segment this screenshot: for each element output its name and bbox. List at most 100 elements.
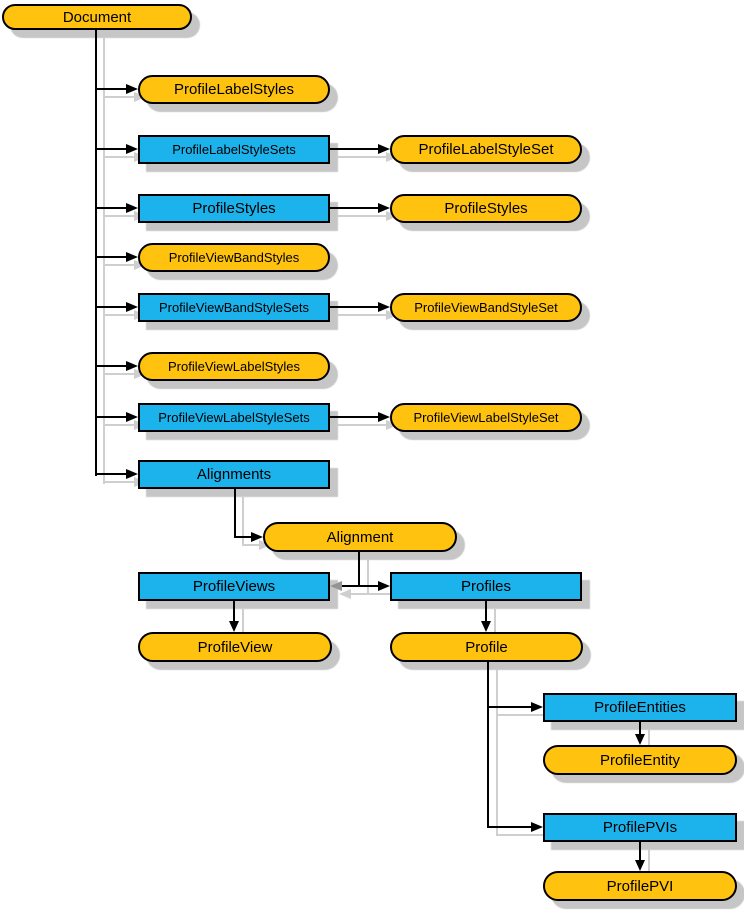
node-label: ProfileViews [192,578,276,595]
connector-line [103,38,105,484]
connector-line [487,706,532,708]
node-profileLabelStyleSet[interactable]: ProfileLabelStyleSet [390,135,582,164]
connector-line [648,730,650,745]
node-profileLabelStyleSets[interactable]: ProfileLabelStyleSets [138,135,330,164]
node-label: ProfileViewLabelStyleSets [158,410,310,425]
arrowhead-icon [481,621,491,632]
connector-line [330,207,378,209]
arrowhead-icon [531,702,543,712]
connector-line [103,373,146,375]
connector-line [103,314,146,316]
connector-line [338,156,398,158]
connector-line [639,842,641,861]
node-profile[interactable]: Profile [390,632,583,662]
connector-line [103,481,146,483]
connector-line [330,148,378,150]
node-label: ProfileStyles [192,200,276,217]
connector-line [96,148,127,150]
node-profiles[interactable]: Profiles [390,572,582,601]
connector-line [639,722,641,735]
connector-line [103,215,146,217]
connector-line [96,256,127,258]
node-label: Profile [465,638,508,656]
node-profileView[interactable]: ProfileView [138,632,332,662]
node-profileViewBandStyleSet[interactable]: ProfileViewBandStyleSet [390,293,582,322]
connector-line [242,609,244,632]
connector-line [242,544,260,546]
connector-line [95,30,97,476]
arrowhead-icon [330,581,342,591]
arrowhead-icon [531,822,543,832]
arrowhead-icon [126,302,138,312]
arrowhead-icon [339,589,351,599]
node-profileViewLabelStyleSets[interactable]: ProfileViewLabelStyleSets [138,403,330,432]
connector-line [496,670,498,836]
connector-line [496,834,551,836]
node-label: Profiles [460,578,512,595]
node-profileViewLabelStyles[interactable]: ProfileViewLabelStyles [138,352,330,381]
node-profileViews[interactable]: ProfileViews [138,572,330,601]
connector-line [103,156,146,158]
arrowhead-icon [229,621,239,632]
arrowhead-icon [378,302,390,312]
node-label: ProfileEntity [599,751,681,769]
arrowhead-icon [126,84,138,94]
node-label: ProfileStyles [444,200,528,217]
node-profileStylesObject[interactable]: ProfileStyles [390,194,582,223]
connector-line [338,314,398,316]
node-label: ProfileViewBandStyleSet [414,300,558,315]
arrowhead-icon [126,203,138,213]
node-profileEntities[interactable]: ProfileEntities [543,693,737,722]
node-alignments[interactable]: Alignments [138,460,330,489]
arrowhead-icon [126,469,138,479]
node-profilePVIs[interactable]: ProfilePVIs [543,813,737,842]
node-profileStylesCollection[interactable]: ProfileStyles [138,194,330,223]
connector-line [96,88,127,90]
connector-line [234,489,236,537]
connector-line [96,207,127,209]
node-label: Alignments [196,466,272,483]
connector-line [96,416,127,418]
node-profileViewBandStyleSets[interactable]: ProfileViewBandStyleSets [138,293,330,322]
connector-line [330,416,378,418]
connector-line [242,497,244,545]
node-document[interactable]: Document [2,4,192,30]
node-profileViewLabelStyleSet[interactable]: ProfileViewLabelStyleSet [390,403,582,432]
connector-line [330,306,378,308]
node-label: ProfilePVIs [602,819,678,836]
node-label: Alignment [326,528,394,546]
node-label: ProfileViewLabelStyles [168,359,300,374]
connector-line [233,601,235,622]
arrowhead-icon [126,252,138,262]
arrowhead-icon [126,412,138,422]
arrowhead-icon [378,412,390,422]
node-profilePVI[interactable]: ProfilePVI [543,871,737,901]
node-alignment[interactable]: Alignment [263,522,457,552]
node-profileLabelStyles[interactable]: ProfileLabelStyles [138,75,330,104]
connector-line [338,424,398,426]
connector-line [96,306,127,308]
connector-line [103,96,146,98]
connector-line [367,593,398,595]
connector-line [648,850,650,871]
connector-line [96,365,127,367]
node-label: ProfileViewLabelStyleSet [413,410,559,425]
connector-line [103,424,146,426]
node-profileEntity[interactable]: ProfileEntity [543,745,737,775]
connector-line [487,662,489,828]
connector-line [485,601,487,622]
arrowhead-icon [378,581,390,591]
connector-line [103,264,146,266]
node-label: ProfilePVI [606,877,674,895]
node-profileViewBandStyles[interactable]: ProfileViewBandStyles [138,243,330,272]
node-label: ProfileViewBandStyleSets [158,300,310,315]
connector-line [359,585,379,587]
connector-line [496,714,551,716]
connector-line [96,473,127,475]
arrowhead-icon [126,144,138,154]
connector-line [350,593,368,595]
arrowhead-icon [378,144,390,154]
connector-line [487,826,532,828]
